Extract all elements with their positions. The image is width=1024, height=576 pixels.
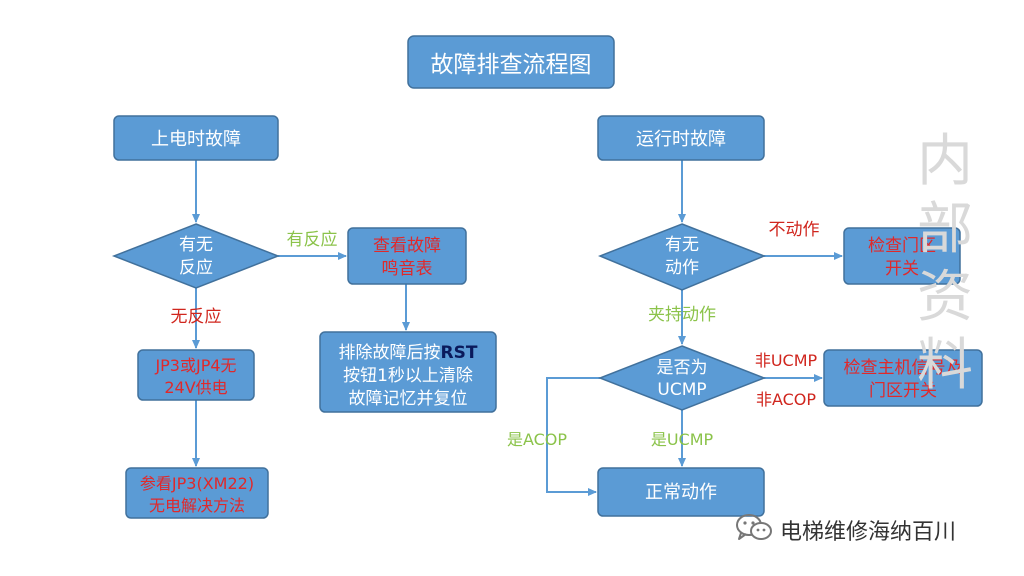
box-start-right-text: 运行时故障 [636,129,726,150]
box-start-right: 运行时故障 [597,115,765,161]
brand: 电梯维修海纳百川 [734,512,956,548]
label-non-acop: 非ACOP [756,390,816,409]
box-check-beep-line2: 鸣音表 [382,259,433,279]
box-no-power: JP3或JP4无 24V供电 [137,349,255,401]
decision-ucmp-line2: UCMP [657,380,706,400]
box-check-host: 检查主机信号及 门区开关 [823,349,983,407]
box-check-door-line2: 开关 [885,259,919,279]
box-no-power-line2: 24V供电 [164,378,227,397]
page-title: 故障排查流程图 [431,52,592,78]
box-normal-text: 正常动作 [645,482,717,503]
decision-right-line1: 有无 [665,235,699,255]
wechat-icon [734,512,774,548]
decision-right-line2: 动作 [665,258,699,278]
box-clear-fault-line2: 按钮1秒以上清除 [343,366,473,386]
box-start-left-text: 上电时故障 [151,129,241,150]
box-check-door: 检查门区 开关 [843,227,961,285]
connector-acop-loop [546,377,600,496]
label-no-reaction: 无反应 [171,307,222,327]
decision-ucmp: 是否为 UCMP [597,345,767,411]
box-check-beep: 查看故障 鸣音表 [347,227,467,285]
label-yes-reaction: 有反应 [287,230,338,250]
box-start-left: 上电时故障 [113,115,279,161]
box-check-beep-line1: 查看故障 [373,236,441,256]
decision-left-line2: 反应 [179,258,213,278]
box-clear-fault: 排除故障后按RST 按钮1秒以上清除 故障记忆并复位 [319,331,497,413]
label-non-ucmp: 非UCMP [755,351,818,370]
box-no-power-line1: JP3或JP4无 [154,356,236,375]
title-box: 故障排查流程图 [407,35,615,89]
connectors [192,160,843,496]
box-check-host-line1: 检查主机信号及 [844,358,963,378]
label-is-ucmp: 是UCMP [651,430,714,449]
decision-ucmp-line1: 是否为 [657,358,708,378]
decision-left: 有无 反应 [111,223,281,289]
decision-right: 有无 动作 [597,223,767,291]
box-solution-line2: 无电解决方法 [149,496,245,515]
box-check-door-line1: 检查门区 [868,236,936,256]
watermark: 内部资料 [917,129,973,398]
label-no-action: 不动作 [769,220,820,240]
box-clear-fault-line1: 排除故障后按RST [339,343,478,363]
box-solution-line1: 参看JP3(XM22) [140,474,254,493]
box-normal: 正常动作 [597,467,765,517]
box-solution: 参看JP3(XM22) 无电解决方法 [125,467,269,519]
decision-left-line1: 有无 [179,235,213,255]
label-is-acop: 是ACOP [507,430,567,449]
box-clear-fault-line1-text: 排除故障后按 [339,343,441,363]
brand-name: 电梯维修海纳百川 [780,520,957,545]
box-clear-fault-line3: 故障记忆并复位 [349,389,468,409]
rst-key-label: RST [441,343,478,363]
box-check-host-line2: 门区开关 [869,381,937,401]
label-clamp-action: 夹持动作 [648,305,716,325]
